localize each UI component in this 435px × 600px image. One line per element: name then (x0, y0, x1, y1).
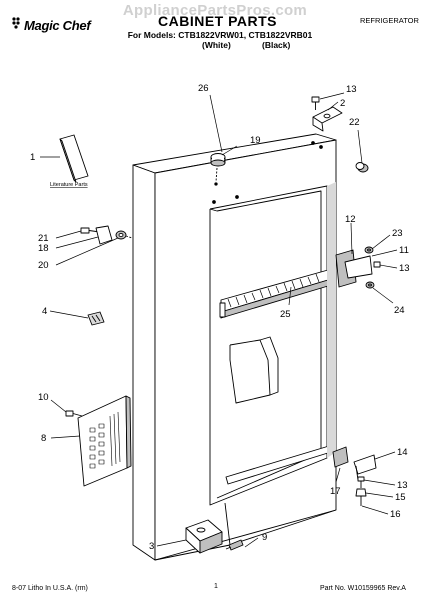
callout-4: 4 (42, 306, 47, 317)
footer-page-number: 1 (214, 583, 218, 590)
callout-23: 23 (392, 228, 403, 239)
hinge-screw-top (311, 96, 320, 110)
center-hinge (335, 246, 381, 289)
literature-parts-label: Literature Parts (50, 182, 88, 188)
top-hinge (312, 106, 343, 132)
footer-litho: 8-07 Litho In U.S.A. (rm) (12, 585, 88, 592)
brand-name: Magic Chef (24, 18, 91, 33)
callout-3: 3 (149, 541, 154, 552)
callout-14: 14 (397, 447, 408, 458)
literature-parts-booklet (59, 134, 89, 183)
callout-17: 17 (330, 486, 341, 497)
callout-18: 18 (38, 243, 49, 254)
callout-20: 20 (38, 260, 49, 271)
callout-12: 12 (345, 214, 356, 225)
header: AppliancePartsPros.com Magic Chef CABINE… (0, 0, 435, 60)
leader-lines (40, 92, 398, 548)
callout-numbers: 1 2 3 4 8 9 10 11 12 13 13 13 14 15 16 1… (30, 83, 410, 552)
cabinet (132, 133, 337, 561)
rear-access-panel (65, 395, 132, 487)
callout-19: 19 (250, 135, 261, 146)
callout-1: 1 (30, 152, 35, 163)
leg-screw (225, 539, 244, 551)
leveling-leg (185, 519, 223, 554)
callout-2: 2 (340, 98, 345, 109)
cabinet-plug (210, 153, 226, 186)
left-hinge-assembly (80, 225, 133, 245)
callout-21: 21 (38, 233, 49, 244)
footer-part-number: Part No. W10159965 Rev.A (320, 585, 406, 592)
callout-8: 8 (41, 433, 46, 444)
callout-16: 16 (390, 509, 401, 520)
callout-13-bottom: 13 (397, 480, 408, 491)
model-numbers: For Models: CTB1822VRW01, CTB1822VRB01 (127, 30, 313, 40)
brand-logo-icon (12, 17, 20, 29)
callout-11: 11 (399, 245, 409, 256)
callout-22: 22 (349, 117, 360, 128)
watermark: AppliancePartsPros.com (122, 2, 308, 19)
callout-25: 25 (280, 309, 291, 320)
hinge-cap (355, 162, 369, 173)
variant-black: (Black) (262, 40, 291, 50)
retainer-clip (87, 311, 105, 326)
variant-white: (White) (202, 40, 231, 50)
page-title: CABINET PARTS (157, 13, 278, 29)
callout-13-center: 13 (399, 263, 410, 274)
callout-13-top: 13 (346, 84, 357, 95)
callout-26: 26 (198, 83, 209, 94)
callout-15: 15 (395, 492, 406, 503)
callout-24: 24 (394, 305, 405, 316)
callout-10: 10 (38, 392, 49, 403)
callout-9: 9 (262, 532, 267, 543)
bottom-hinge (332, 446, 377, 506)
category-label: REFRIGERATOR (360, 16, 419, 25)
